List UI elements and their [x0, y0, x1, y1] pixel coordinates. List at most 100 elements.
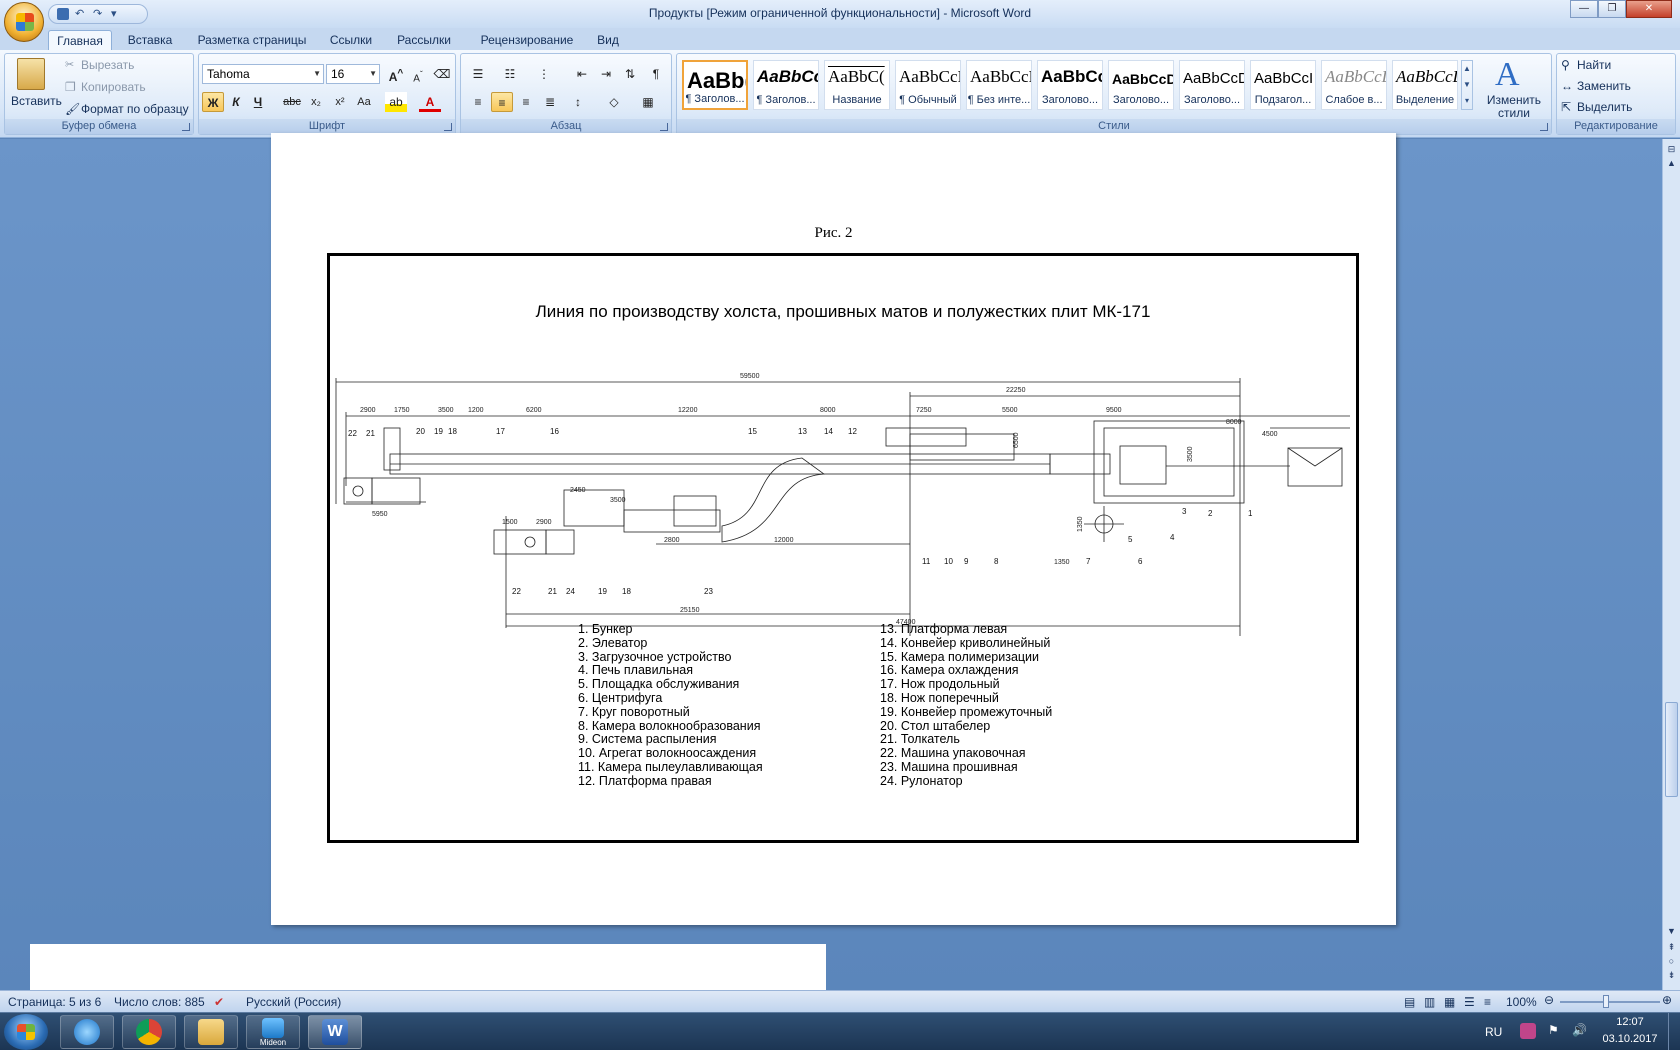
scroll-down-icon[interactable]: ▼	[1667, 926, 1676, 936]
tab-mailings[interactable]: Рассылки	[397, 33, 451, 47]
font-color-icon[interactable]: A	[419, 92, 441, 112]
underline-button[interactable]: Ч	[253, 95, 263, 109]
multilevel-list-icon[interactable]: ⋮	[538, 67, 550, 81]
select-browse-object-icon[interactable]: ○	[1668, 956, 1675, 966]
select-button[interactable]: Выделить	[1577, 100, 1633, 114]
outline-view-icon[interactable]: ☰	[1464, 995, 1475, 1009]
taskbar-internet-explorer[interactable]	[60, 1015, 114, 1049]
zoom-out-icon[interactable]: ⊖	[1544, 993, 1555, 1007]
page-count[interactable]: Страница: 5 из 6	[8, 995, 102, 1009]
align-center-icon[interactable]: ≡	[491, 92, 513, 112]
word-count[interactable]: Число слов: 885	[114, 995, 205, 1009]
scroll-up-icon[interactable]: ▲	[1667, 158, 1676, 168]
next-page[interactable]	[30, 944, 826, 994]
style-tile[interactable]: AaBbCcDcЗаголово...	[1108, 60, 1174, 110]
scroll-thumb[interactable]	[1665, 702, 1678, 797]
numbering-icon[interactable]: ☷	[504, 67, 516, 81]
bullets-icon[interactable]: ☰	[472, 67, 484, 81]
tab-home[interactable]: Главная	[48, 30, 112, 50]
redo-icon[interactable]: ↷	[93, 8, 103, 20]
proofing-icon[interactable]: ✔	[214, 995, 225, 1009]
taskbar-explorer[interactable]	[184, 1015, 238, 1049]
copy-button[interactable]: Копировать	[81, 80, 146, 94]
replace-button[interactable]: Заменить	[1577, 79, 1631, 93]
clock-time[interactable]: 12:07	[1616, 1016, 1644, 1028]
show-marks-icon[interactable]: ¶	[652, 67, 660, 81]
zoom-slider-knob[interactable]	[1603, 995, 1609, 1008]
font-size-select[interactable]: 16▼	[326, 64, 380, 84]
style-tile[interactable]: AaBb(¶ Заголов...	[682, 60, 748, 110]
increase-indent-icon[interactable]: ⇥	[600, 67, 612, 81]
office-button[interactable]	[4, 2, 44, 42]
zoom-in-icon[interactable]: ⊕	[1662, 993, 1673, 1007]
undo-icon[interactable]: ↶	[75, 8, 85, 20]
taskbar-chrome[interactable]	[122, 1015, 176, 1049]
print-layout-icon[interactable]: ▤	[1404, 995, 1416, 1009]
align-right-icon[interactable]: ≡	[522, 95, 530, 109]
change-styles-button[interactable]: Изменить стили	[1486, 93, 1542, 120]
style-tile[interactable]: AaBbC(Название	[824, 60, 890, 110]
tab-references[interactable]: Ссылки	[329, 33, 373, 47]
justify-icon[interactable]: ≣	[544, 95, 556, 109]
document-page[interactable]: Рис. 2 Линия по производству холста, про…	[271, 133, 1396, 925]
clock-date[interactable]: 03.10.2017	[1602, 1033, 1658, 1045]
tab-review[interactable]: Рецензирование	[480, 33, 574, 47]
zoom-slider[interactable]	[1560, 1001, 1660, 1003]
full-screen-reading-icon[interactable]: ▥	[1424, 995, 1436, 1009]
draft-view-icon[interactable]: ≡	[1484, 995, 1492, 1009]
start-button[interactable]	[4, 1014, 48, 1050]
tab-view[interactable]: Вид	[597, 33, 619, 47]
previous-page-icon[interactable]: ⇞	[1667, 942, 1676, 952]
document-area[interactable]: Рис. 2 Линия по производству холста, про…	[0, 133, 1662, 994]
highlight-color-icon[interactable]: ab	[385, 92, 407, 112]
minimize-button[interactable]: —	[1570, 0, 1598, 18]
grow-font-button[interactable]: A^	[388, 68, 404, 84]
close-button[interactable]: ✕	[1626, 0, 1672, 18]
format-painter-button[interactable]: Формат по образцу	[81, 102, 189, 116]
style-tile[interactable]: AaBbCc¶ Заголов...	[753, 60, 819, 110]
bold-button[interactable]: Ж	[202, 92, 224, 112]
ruler-toggle-icon[interactable]: ⊟	[1667, 144, 1676, 154]
align-left-icon[interactable]: ≡	[474, 95, 482, 109]
tab-page-layout[interactable]: Разметка страницы	[197, 33, 307, 47]
strikethrough-button[interactable]: abc	[283, 96, 301, 108]
show-desktop-button[interactable]	[1668, 1013, 1680, 1050]
decrease-indent-icon[interactable]: ⇤	[576, 67, 588, 81]
shrink-font-button[interactable]: Aˇ	[413, 69, 423, 85]
input-language[interactable]: RU	[1485, 1025, 1503, 1039]
zoom-level[interactable]: 100%	[1506, 995, 1537, 1009]
find-button[interactable]: Найти	[1577, 58, 1612, 72]
superscript-button[interactable]: x²	[335, 96, 345, 108]
taskbar-mideon[interactable]: Mideon	[246, 1015, 300, 1049]
line-spacing-icon[interactable]: ↕	[575, 95, 581, 109]
taskbar-word[interactable]: W	[308, 1015, 362, 1049]
italic-button[interactable]: К	[232, 95, 240, 109]
styles-launcher-icon[interactable]	[1540, 123, 1548, 131]
volume-icon[interactable]: 🔊	[1572, 1023, 1587, 1037]
next-page-icon[interactable]: ⇟	[1667, 970, 1676, 980]
web-layout-icon[interactable]: ▦	[1444, 995, 1456, 1009]
vertical-scrollbar[interactable]: ⊟ ▲ ▼ ⇞ ○ ⇟	[1662, 139, 1680, 990]
tab-insert[interactable]: Вставка	[127, 33, 173, 47]
clipboard-launcher-icon[interactable]	[182, 123, 190, 131]
language-indicator[interactable]: Русский (Россия)	[246, 995, 342, 1009]
style-tile[interactable]: AaBbCcI¶ Обычный	[895, 60, 961, 110]
clear-formatting-icon[interactable]: ⌫	[433, 67, 451, 81]
paragraph-launcher-icon[interactable]	[660, 123, 668, 131]
font-family-select[interactable]: Tahoma▼	[202, 64, 324, 84]
cut-button[interactable]: Вырезать	[81, 58, 135, 72]
change-case-button[interactable]: Aa	[357, 96, 371, 108]
tray-app-icon[interactable]	[1520, 1023, 1536, 1039]
sort-icon[interactable]: ⇅	[624, 67, 636, 81]
styles-scroll[interactable]: ▲▼▾	[1461, 60, 1473, 110]
maximize-button[interactable]: ❐	[1598, 0, 1626, 18]
borders-icon[interactable]: ▦	[642, 95, 654, 109]
network-icon[interactable]: ⚑	[1548, 1023, 1559, 1037]
subscript-button[interactable]: x₂	[311, 96, 321, 108]
shading-icon[interactable]: ◇	[609, 95, 619, 109]
paste-button[interactable]: Вставить	[11, 94, 62, 108]
